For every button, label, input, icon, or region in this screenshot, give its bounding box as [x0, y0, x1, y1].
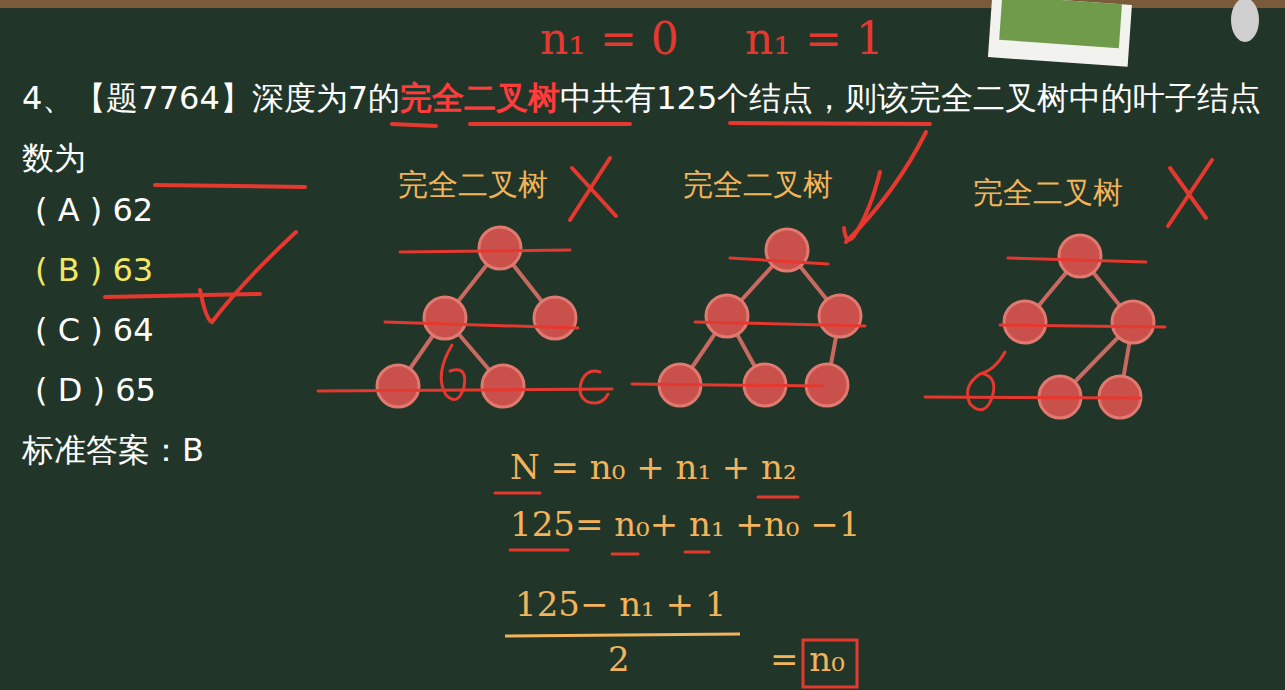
- option-text: ( A ) 62: [35, 192, 153, 229]
- formula-text: = n₀: [770, 640, 845, 679]
- formula-text: 125= n₀+ n₁ +n₀ −1: [510, 505, 860, 544]
- handwritten-note: n₁ = 0: [540, 14, 679, 65]
- formula-text: 125− n₁ + 1: [515, 585, 726, 624]
- formula-text: 2: [608, 640, 630, 679]
- option-text: ( C ) 64: [35, 312, 154, 349]
- photo-decoration: [988, 0, 1259, 67]
- check-mark: [105, 123, 1212, 322]
- tree-caption: 完全二叉树: [683, 168, 833, 203]
- answer-text: 标准答案：B: [22, 432, 204, 469]
- option-text: ( B ) 63: [35, 252, 153, 289]
- question-keyword: 完全二叉树: [400, 79, 560, 117]
- tree-caption: 完全二叉树: [973, 176, 1123, 211]
- fraction-bar: [505, 634, 740, 636]
- formula-text: N = n₀ + n₁ + n₂: [510, 448, 797, 487]
- missing-node-mark: [441, 345, 1005, 410]
- handwritten-note: n₁ = 1: [745, 14, 884, 65]
- level-line: [318, 250, 1165, 398]
- tree-caption: 完全二叉树: [398, 168, 548, 203]
- question-text: 4、【题7764】深度为7的: [22, 79, 400, 117]
- question-text: 4、【题7764】深度为7的完全二叉树中共有125个结点，则该完全二叉树中的叶子…: [22, 68, 1262, 188]
- option-text: ( D ) 65: [35, 372, 156, 409]
